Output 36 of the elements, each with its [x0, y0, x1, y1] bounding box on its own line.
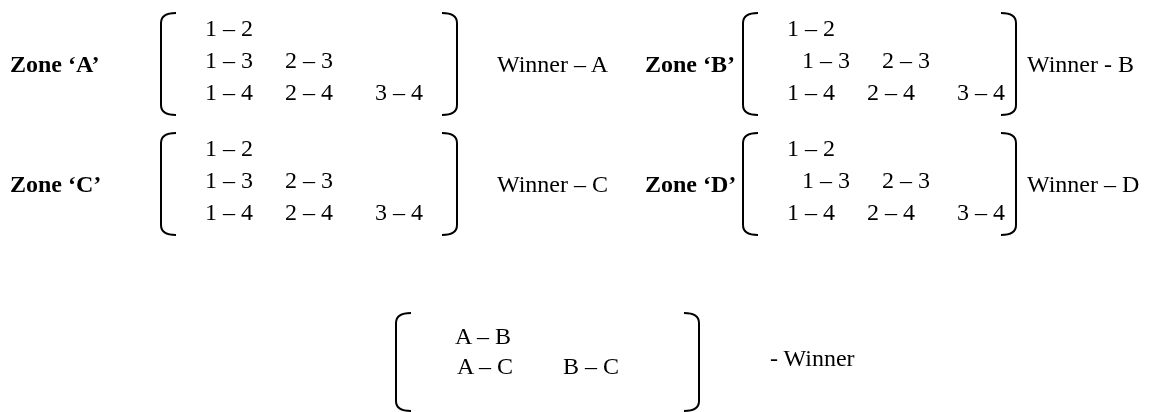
match-pair: 3 – 4: [375, 200, 423, 224]
match-pair: B – C: [563, 354, 619, 378]
winner-label: Winner – A: [497, 52, 608, 76]
winner-label: Winner – C: [497, 172, 608, 196]
winner-label: Winner - B: [1027, 52, 1134, 76]
match-pair: 1 – 2: [787, 136, 835, 160]
zone-label: Zone ‘B’: [645, 52, 735, 76]
match-pair: 2 – 4: [867, 80, 915, 104]
zone-label: Zone ‘C’: [10, 172, 102, 196]
match-pair: 2 – 3: [882, 48, 930, 72]
winner-label: - Winner: [770, 346, 855, 370]
match-pair: 2 – 3: [285, 168, 333, 192]
match-pair: 2 – 4: [867, 200, 915, 224]
match-pair: 3 – 4: [375, 80, 423, 104]
match-pair: 1 – 3: [802, 48, 850, 72]
match-pair: 2 – 3: [882, 168, 930, 192]
match-pair: A – B: [455, 324, 511, 348]
match-pair: 1 – 3: [802, 168, 850, 192]
match-pair: 1 – 4: [205, 80, 253, 104]
match-pair: 1 – 2: [205, 136, 253, 160]
match-pair: 3 – 4: [957, 200, 1005, 224]
winner-label: Winner – D: [1027, 172, 1140, 196]
match-pair: 2 – 4: [285, 200, 333, 224]
zone-label: Zone ‘D’: [645, 172, 737, 196]
match-pair: 1 – 2: [205, 16, 253, 40]
match-pair: 1 – 4: [205, 200, 253, 224]
match-pair: 3 – 4: [957, 80, 1005, 104]
match-pair: A – C: [457, 354, 513, 378]
match-pair: 1 – 3: [205, 168, 253, 192]
zone-label: Zone ‘A’: [10, 52, 100, 76]
match-pair: 1 – 3: [205, 48, 253, 72]
match-pair: 2 – 4: [285, 80, 333, 104]
match-pair: 1 – 4: [787, 200, 835, 224]
match-pair: 2 – 3: [285, 48, 333, 72]
match-pair: 1 – 2: [787, 16, 835, 40]
match-pair: 1 – 4: [787, 80, 835, 104]
